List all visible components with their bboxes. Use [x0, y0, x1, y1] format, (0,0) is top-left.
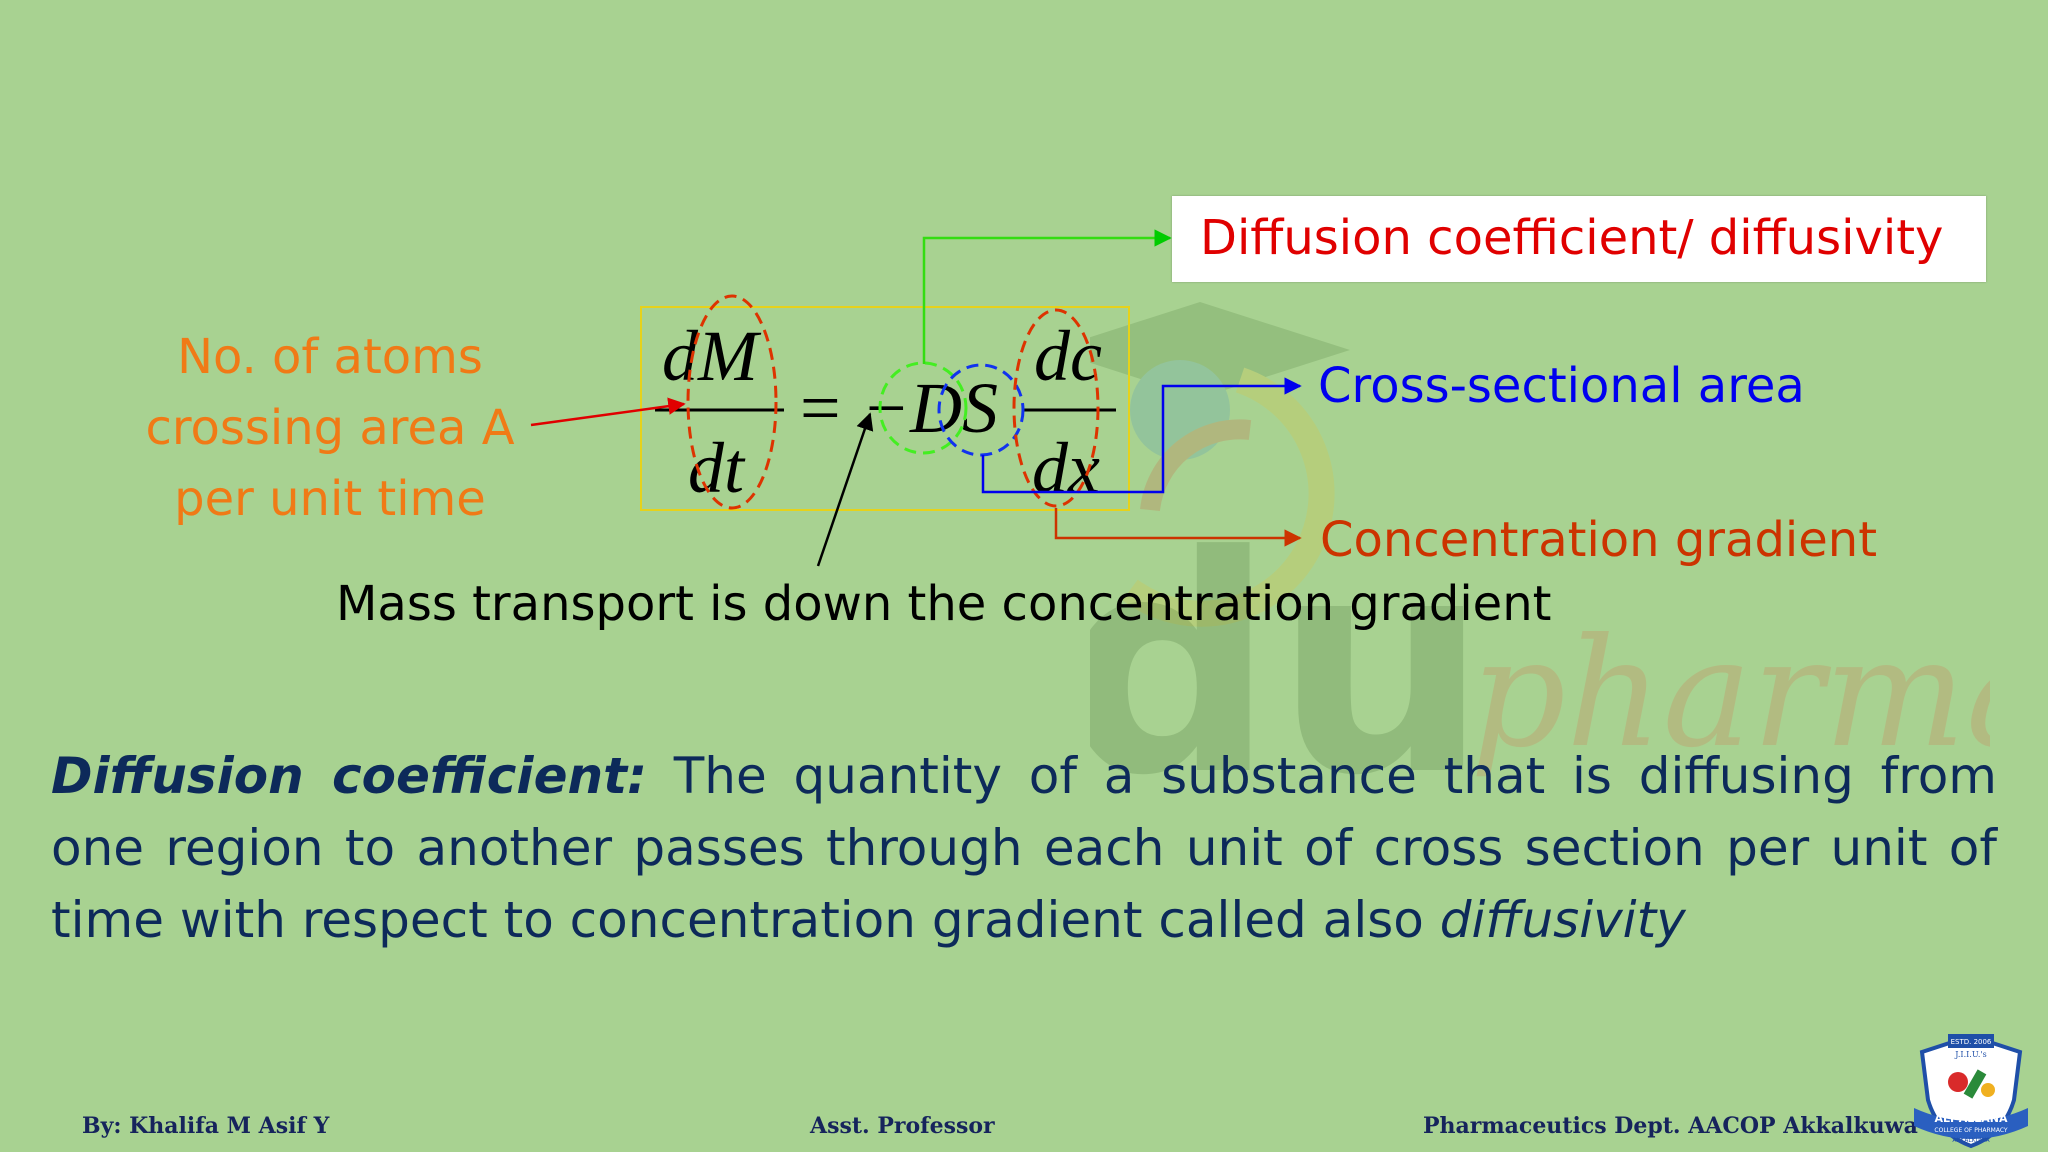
- definition-paragraph: Diffusion coefficient: The quantity of a…: [51, 740, 1997, 956]
- mass-transport-label: Mass transport is down the concentration…: [336, 576, 1552, 632]
- footer-author: By: Khalifa M Asif Y: [82, 1113, 330, 1139]
- diffusivity-callout-text: Diffusion coefficient/ diffusivity: [1200, 210, 1944, 266]
- equation-D: D: [909, 368, 962, 448]
- svg-text:AKKALKUWA: AKKALKUWA: [1952, 1137, 1990, 1144]
- atoms-label-line-3: per unit time: [174, 471, 486, 527]
- watermark-du: du: [1090, 492, 1488, 830]
- arrow-icon: [530, 397, 686, 427]
- equation-minus: −: [866, 368, 907, 448]
- definition-tail: diffusivity: [1439, 891, 1686, 949]
- arrow-icon: [922, 229, 1172, 364]
- S-highlight: [937, 363, 1025, 457]
- definition-body: The quantity of a substance that is diff…: [51, 747, 1997, 949]
- svg-text:ESTD. 2006: ESTD. 2006: [1951, 1038, 1992, 1046]
- atoms-label-line-1: No. of atoms: [177, 329, 483, 385]
- diffusivity-callout: Diffusion coefficient/ diffusivity: [1172, 196, 1986, 282]
- atoms-per-time-label: No. of atoms crossing area A per unit ti…: [110, 322, 550, 535]
- equation-frame: [640, 306, 1130, 511]
- concentration-gradient-label: Concentration gradient: [1320, 512, 1878, 568]
- svg-text:ALI-ALLANA: ALI-ALLANA: [1935, 1112, 2008, 1125]
- D-highlight: [878, 361, 968, 455]
- atoms-label-line-2: crossing area A: [145, 400, 515, 456]
- cross-sectional-area-label: Cross-sectional area: [1318, 358, 1805, 414]
- arrow-icon: [1054, 508, 1302, 547]
- definition-term: Diffusion coefficient:: [51, 747, 647, 805]
- dc-dx-highlight: [1012, 308, 1100, 508]
- footer-department: Pharmaceutics Dept. AACOP Akkalkuwa: [1423, 1113, 1918, 1139]
- footer-role: Asst. Professor: [810, 1113, 995, 1139]
- watermark-logo-icon: du pharma: [1090, 302, 1990, 830]
- equation-lhs-numerator: dM: [662, 316, 762, 396]
- dm-dt-highlight: [686, 294, 778, 510]
- arrow-icon: [816, 412, 874, 567]
- arrow-icon: [981, 377, 1302, 494]
- svg-text:COLLEGE OF PHARMACY: COLLEGE OF PHARMACY: [1934, 1127, 2007, 1134]
- equation-equals: =: [800, 368, 841, 448]
- equation-S: S: [962, 368, 998, 448]
- watermark-pharma: pharma: [1470, 607, 1990, 781]
- svg-text:J.I.I.U.'s: J.I.I.U.'s: [1954, 1050, 1986, 1059]
- college-logo-icon: ESTD. 2006 J.I.I.U.'s ALI-ALLANA COLLEGE…: [1914, 1033, 2028, 1149]
